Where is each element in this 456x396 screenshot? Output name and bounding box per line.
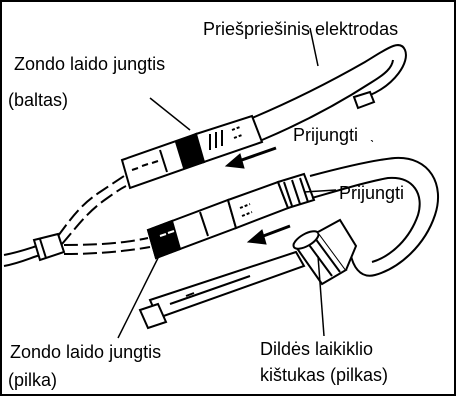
leader-white-connector <box>150 98 190 130</box>
arrow-connect-middle <box>248 226 290 244</box>
label-connect-top-tick: ˎ <box>370 124 375 145</box>
label-probe-connector-white-line1: Zondo laido jungtis <box>14 54 165 75</box>
white-probe-connector <box>122 116 262 188</box>
clip-plug <box>291 220 356 284</box>
lower-branch-cable <box>64 238 150 254</box>
counter-electrode-hook <box>354 92 374 108</box>
label-counter-electrode: Priešpriešinis elektrodas <box>203 19 398 40</box>
label-connect-middle: Prijungti <box>339 183 404 204</box>
gray-probe-connector <box>148 174 314 258</box>
label-connect-top: Prijungti <box>293 125 358 146</box>
lead-cable-left <box>4 245 40 266</box>
label-clip-plug-line2: kištukas (pilkas) <box>260 365 388 386</box>
label-probe-connector-gray-line2: (pilka) <box>8 370 57 391</box>
splitter-sleeve <box>34 234 64 260</box>
label-clip-plug-line1: Dildės laikiklio <box>260 339 373 360</box>
upper-branch-cable <box>58 176 126 244</box>
label-probe-connector-gray-line1: Zondo laido jungtis <box>10 342 161 363</box>
label-probe-connector-white-line2: (baltas) <box>8 90 68 111</box>
clip-body <box>140 252 304 328</box>
